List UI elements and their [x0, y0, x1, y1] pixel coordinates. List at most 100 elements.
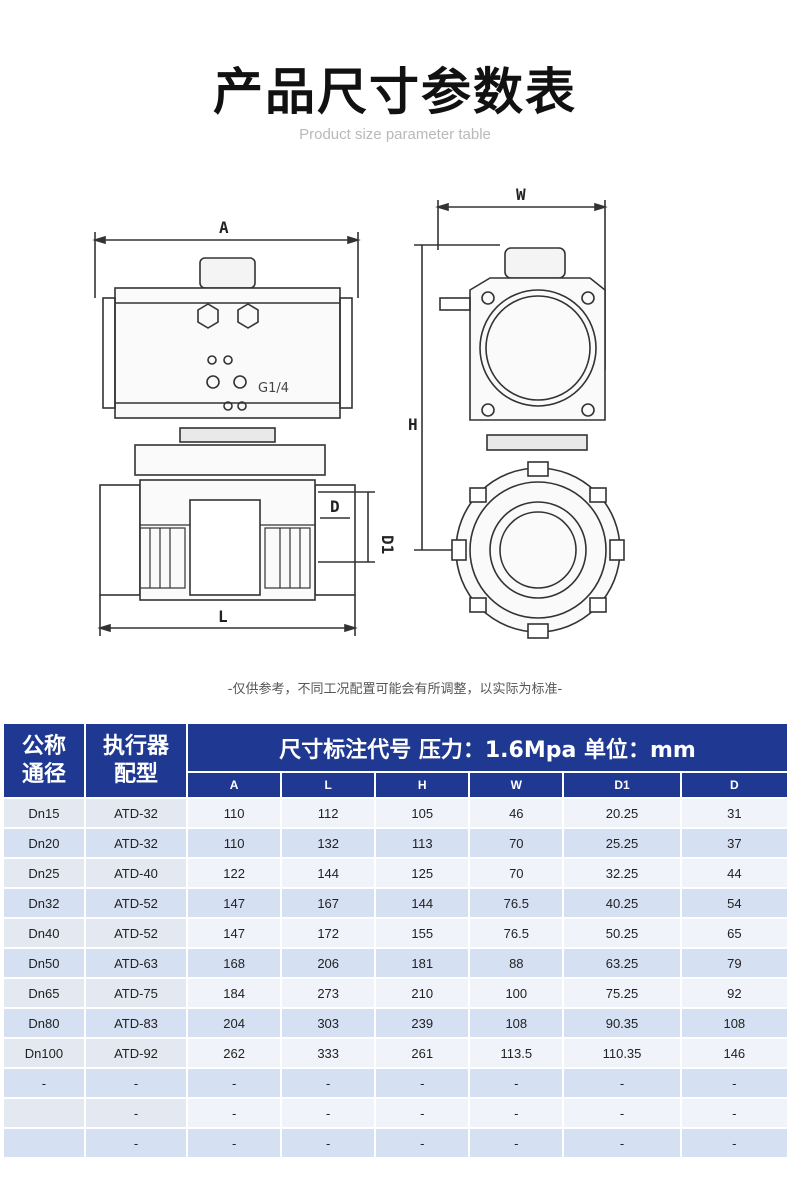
table-cell: 100 [470, 979, 563, 1007]
label-port: G1/4 [258, 381, 289, 396]
table-cell: 261 [376, 1039, 469, 1067]
column-header-a: A [188, 773, 281, 797]
table-cell: 303 [282, 1009, 375, 1037]
table-cell: Dn15 [4, 799, 84, 827]
table-cell: 110 [188, 829, 281, 857]
header-actuator-line2: 配型 [113, 761, 158, 787]
column-header-d: D [681, 773, 787, 797]
header-actuator-line1: 执行器 [102, 733, 169, 759]
table-cell: - [4, 1069, 84, 1097]
label-w: W [516, 185, 526, 204]
table-cell: 204 [188, 1009, 281, 1037]
table-cell: 50.25 [564, 919, 680, 947]
table-cell: 168 [188, 949, 281, 977]
table-cell: 79 [681, 949, 787, 977]
table-cell: - [188, 1099, 281, 1127]
table-cell: 25.25 [564, 829, 680, 857]
table-row: -------- [4, 1069, 787, 1097]
table-cell: - [85, 1099, 187, 1127]
table-cell: 112 [282, 799, 375, 827]
table-cell: ATD-52 [85, 889, 187, 917]
table-cell: 113.5 [470, 1039, 563, 1067]
label-l: L [218, 607, 228, 626]
table-cell: 92 [681, 979, 787, 1007]
column-header-l: L [282, 773, 375, 797]
table-cell: 210 [376, 979, 469, 1007]
header-dimension-group: 尺寸标注代号 压力：1.6Mpa 单位：mm [188, 724, 787, 771]
table-cell: - [564, 1069, 680, 1097]
table-cell: 239 [376, 1009, 469, 1037]
table-cell: ATD-40 [85, 859, 187, 887]
table-cell: 206 [282, 949, 375, 977]
table-cell: 144 [376, 889, 469, 917]
table-cell: 146 [681, 1039, 787, 1067]
table-cell: 132 [282, 829, 375, 857]
page-title: 产品尺寸参数表 [213, 63, 577, 121]
page-subtitle: Product size parameter table [299, 126, 491, 143]
table-cell: Dn40 [4, 919, 84, 947]
label-h: H [408, 415, 418, 434]
table-cell: 147 [188, 919, 281, 947]
label-d1: D1 [378, 535, 397, 554]
table-cell: ATD-75 [85, 979, 187, 1007]
table-cell: 20.25 [564, 799, 680, 827]
table-cell: - [376, 1099, 469, 1127]
table-cell: 333 [282, 1039, 375, 1067]
table-cell: 63.25 [564, 949, 680, 977]
actuator-body [114, 287, 341, 419]
table-cell: - [85, 1129, 187, 1157]
table-cell: 75.25 [564, 979, 680, 1007]
header-nominal-size-line2: 通径 [21, 761, 66, 787]
table-cell [4, 1099, 84, 1127]
table-cell: 273 [282, 979, 375, 1007]
table-cell: 113 [376, 829, 469, 857]
table-cell: 167 [282, 889, 375, 917]
header-actuator-model: 执行器 配型 [85, 724, 187, 797]
table-cell: - [681, 1099, 787, 1127]
column-header-d1: D1 [564, 773, 680, 797]
table-cell: - [188, 1069, 281, 1097]
table-cell: 262 [188, 1039, 281, 1067]
table-cell: - [681, 1069, 787, 1097]
table-cell: ATD-52 [85, 919, 187, 947]
header-nominal-size: 公称 通径 [4, 724, 84, 797]
table-cell: - [564, 1099, 680, 1127]
table-cell: - [282, 1099, 375, 1127]
table-cell: 70 [470, 829, 563, 857]
table-cell: Dn50 [4, 949, 84, 977]
table-cell: 40.25 [564, 889, 680, 917]
table-cell: 76.5 [470, 889, 563, 917]
label-d: D [330, 497, 340, 516]
table-cell: 46 [470, 799, 563, 827]
table-cell: Dn65 [4, 979, 84, 1007]
technical-drawing: A W H L D D1 G1/4 [92, 185, 625, 639]
table-cell: - [376, 1129, 469, 1157]
table-cell: 110.35 [564, 1039, 680, 1067]
table-cell [4, 1129, 84, 1157]
label-a: A [219, 218, 229, 237]
table-cell: 32.25 [564, 859, 680, 887]
table-cell: - [470, 1129, 563, 1157]
reference-note: -仅供参考，不同工况配置可能会有所调整，以实际为标准- [227, 682, 563, 697]
table-cell: 184 [188, 979, 281, 1007]
table-cell: - [470, 1069, 563, 1097]
table-cell: ATD-63 [85, 949, 187, 977]
table-cell: ATD-83 [85, 1009, 187, 1037]
table-cell: 122 [188, 859, 281, 887]
table-cell: 144 [282, 859, 375, 887]
table-cell: 90.35 [564, 1009, 680, 1037]
table-cell: - [376, 1069, 469, 1097]
header-nominal-size-line1: 公称 [21, 733, 66, 759]
table-cell: 76.5 [470, 919, 563, 947]
table-cell: Dn100 [4, 1039, 84, 1067]
table-cell: 65 [681, 919, 787, 947]
table-cell: Dn32 [4, 889, 84, 917]
